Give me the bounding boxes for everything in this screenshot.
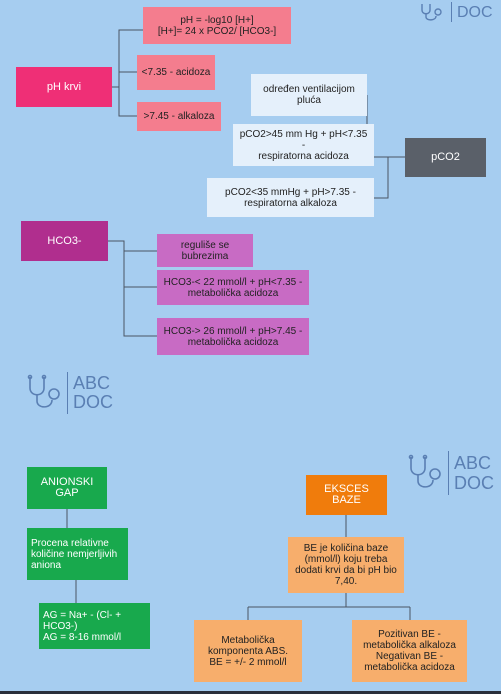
base-excess-node: EKSCES BAZE <box>306 475 387 515</box>
logo-divider <box>451 2 452 22</box>
stethoscope-icon <box>421 4 442 21</box>
pco2-definition-node: određen ventilacijom pluća <box>251 74 367 116</box>
pco2-node: pCO2 <box>405 138 486 177</box>
ph-acidosis-node: <7.35 - acidoza <box>137 55 215 90</box>
logo-text-doc: DOC <box>454 473 494 493</box>
bottom-bar <box>0 691 501 694</box>
logo-text: DOC <box>457 3 493 21</box>
anion-gap-formula-node: AG = Na+ - (Cl- + HCO3-) AG = 8-16 mmol/… <box>39 603 150 649</box>
pco2-high-node: pCO2>45 mm Hg + pH<7.35 - respiratorna a… <box>233 124 374 166</box>
stethoscope-icon <box>27 374 60 408</box>
logo-text-abc: ABC <box>454 453 492 473</box>
logo-divider <box>448 451 449 495</box>
base-excess-sign-node: Pozitivan BE - metabolička alkaloza Nega… <box>352 620 467 682</box>
ph-alkalosis-node: >7.45 - alkaloza <box>137 102 221 131</box>
pco2-low-node: pCO2<35 mmHg + pH>7.35 - respiratorna al… <box>207 178 374 217</box>
base-excess-definition-node: BE je količina baze (mmol/l) koju treba … <box>288 537 404 593</box>
logo-top-right: DOC <box>418 2 493 22</box>
logo-text-doc: DOC <box>73 392 113 412</box>
logo-text-abc: ABC <box>73 373 111 393</box>
base-excess-component-node: Metabolička komponenta ABS. BE = +/- 2 m… <box>194 620 302 682</box>
stethoscope-icon <box>408 454 441 488</box>
hco3-definition-node: reguliše se bubrezima <box>157 234 253 267</box>
anion-gap-definition-node: Procena relativne količine nemjerljivih … <box>27 528 128 580</box>
hco3-node: HCO3- <box>21 221 108 261</box>
anion-gap-node: ANIONSKI GAP <box>27 467 107 509</box>
logo-divider <box>67 372 68 414</box>
logo-right: ABC DOC <box>403 451 494 495</box>
hco3-high-node: HCO3-> 26 mmol/l + pH>7.45 - metabolička… <box>157 318 309 355</box>
ph-formula-node: pH = -log10 [H+] [H+]= 24 x PCO2/ [HCO3-… <box>143 7 291 44</box>
ph-krvi-node: pH krvi <box>16 67 112 107</box>
logo-middle: ABC DOC <box>22 372 113 414</box>
hco3-low-node: HCO3-< 22 mmol/l + pH<7.35 - metabolička… <box>157 270 309 305</box>
